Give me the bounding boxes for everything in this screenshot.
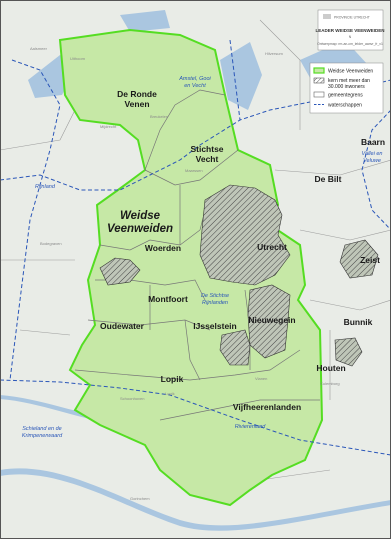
region-name-2: Veenweiden	[107, 223, 173, 235]
muni-stichtse-vecht-2: Vecht	[196, 154, 219, 164]
outside-boundaries	[0, 19, 391, 481]
muni-bunnik: Bunnik	[344, 317, 373, 327]
place-lopik: Lopik	[165, 391, 175, 396]
muni-de-bilt: De Bilt	[315, 174, 342, 184]
core-houten	[334, 337, 363, 367]
legend-label-core-2: 30.000 inwoners	[328, 84, 365, 90]
legend-label-waterboard: waterschappen	[328, 103, 362, 109]
place-mijdrecht: Mijdrecht	[100, 124, 117, 129]
waterboard-vallei-2: Veluwe	[363, 158, 381, 164]
core-zeist	[339, 239, 379, 279]
legend-label-boundary: gemeentegrens	[328, 93, 363, 99]
place-schoonhoven: Schoonhoven	[120, 396, 144, 401]
muni-utrecht: Utrecht	[257, 242, 287, 252]
place-gorinchem: Gorinchem	[130, 496, 150, 501]
waterboard-lines	[0, 39, 391, 456]
place-vianen: Vianen	[255, 376, 267, 381]
legend-swatch-region	[313, 67, 325, 74]
muni-vijfheerenlanden: Vijfheerenlanden	[233, 402, 301, 412]
legend-label-region: Weidse Veenweiden	[328, 69, 373, 75]
muni-lopik: Lopik	[161, 374, 184, 384]
municipality-labels: De Ronde Venen Stichtse Vecht Weidse Vee…	[100, 89, 385, 412]
region-name-1: Weidse	[120, 210, 161, 222]
core-utrecht	[199, 184, 291, 286]
place-labels: Aalsmeer Uithoorn Mijdrecht Breukelen Bo…	[30, 46, 340, 501]
muni-zeist: Zeist	[360, 255, 380, 265]
muni-de-ronde-venen-2: Venen	[124, 99, 149, 109]
muni-stichtse-vecht-1: Stichtse	[190, 144, 223, 154]
waterboard-rivierenland: Rivierenland	[235, 424, 267, 430]
region-area	[58, 28, 324, 507]
waterboard-schieland-1: Schieland en de	[22, 426, 61, 432]
source-text: Ontwerpmap: rm-an-cm_lelder_aanvr_fr_v1	[317, 42, 383, 46]
place-culemborg: Culemborg	[320, 381, 340, 386]
legend-swatch-boundary	[313, 91, 325, 98]
north-indicator: N	[349, 35, 352, 39]
map-title: LEADER WEIDSE VEENWEIDEN	[315, 28, 384, 33]
place-hilversum: Hilversum	[265, 51, 283, 56]
muni-woerden: Woerden	[145, 243, 181, 253]
place-uithoorn: Uithoorn	[70, 56, 85, 61]
place-maarssen: Maarssen	[185, 168, 203, 173]
municipal-boundaries	[74, 89, 320, 421]
waterboard-amstel-2: en Vecht	[184, 83, 206, 89]
muni-ijsselstein: IJsselstein	[193, 321, 236, 331]
muni-de-ronde-venen-1: De Ronde	[117, 89, 157, 99]
large-cores	[99, 184, 379, 367]
title-block: PROVINCIE UTRECHT LEADER WEIDSE VEENWEID…	[315, 9, 385, 51]
muni-baarn: Baarn	[361, 137, 385, 147]
core-woerden	[99, 257, 141, 286]
place-breukelen: Breukelen	[150, 114, 168, 119]
muni-nieuwegein: Nieuwegein	[248, 315, 295, 325]
logo-text: PROVINCIE UTRECHT	[334, 16, 370, 20]
legend-label-core-1: kern met meer dan	[328, 78, 370, 84]
place-aalsmeer: Aalsmeer	[30, 46, 48, 51]
place-bodegraven: Bodegraven	[40, 241, 62, 246]
core-nieuwegein	[247, 284, 291, 359]
province-logo-icon	[323, 14, 331, 19]
waterboard-rijnland: Rijnland	[35, 184, 56, 190]
waterboard-amstel-1: Amstel, Gooi	[178, 76, 211, 82]
core-ijsselstein	[219, 329, 251, 366]
waterboard-labels: Amstel, Gooi en Vecht Rijnland De Sticht…	[22, 76, 383, 439]
waterboard-schieland-2: Krimpenerwaard	[22, 433, 63, 439]
waterboard-stichtse-1: De Stichtse	[201, 293, 229, 299]
waterboard-vallei-1: Vallei en	[362, 151, 383, 157]
legend-swatch-core	[313, 77, 325, 84]
waterboard-stichtse-2: Rijnlanden	[202, 300, 228, 306]
muni-oudewater: Oudewater	[100, 321, 145, 331]
muni-montfoort: Montfoort	[148, 294, 188, 304]
muni-houten: Houten	[316, 363, 345, 373]
legend: Weidse Veenweiden kern met meer dan 30.0…	[309, 62, 384, 114]
